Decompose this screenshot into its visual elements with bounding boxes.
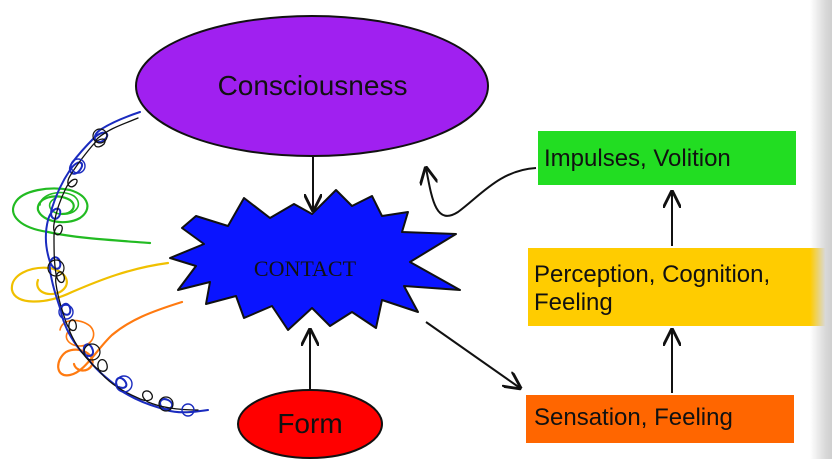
perception-box-bg (528, 248, 830, 326)
impulses-box-bg (538, 131, 796, 185)
arrows (310, 157, 672, 393)
ring (115, 375, 133, 393)
impulses-label: Impulses, Volition (544, 145, 731, 172)
dark-spiral (53, 117, 199, 411)
green-loop-2 (39, 191, 80, 215)
ring (83, 343, 101, 361)
sensation-box-bg (526, 395, 794, 443)
ring (47, 259, 65, 277)
ring (92, 128, 108, 144)
ring (158, 396, 174, 412)
yellow-loop (10, 261, 170, 303)
ring (58, 304, 74, 320)
form-label: Form (277, 408, 343, 439)
sensation-label: Sensation, Feeling (534, 404, 733, 431)
arrow-contact-to-sensation (425, 321, 520, 388)
ring (70, 158, 86, 174)
contact-node (169, 189, 461, 331)
consciousness-label: Consciousness (217, 70, 408, 101)
right-edge-shadow (810, 0, 832, 459)
contact-label: CONTACT (253, 256, 357, 281)
perception-label: Perception, Cognition, Feeling (534, 261, 771, 316)
arrow-impulses-to-consciousness (426, 168, 537, 217)
orange-loop (57, 300, 184, 377)
ring (181, 403, 195, 417)
consciousness-node (135, 15, 489, 157)
spiral-doodle (10, 111, 209, 417)
green-loop (12, 187, 152, 245)
